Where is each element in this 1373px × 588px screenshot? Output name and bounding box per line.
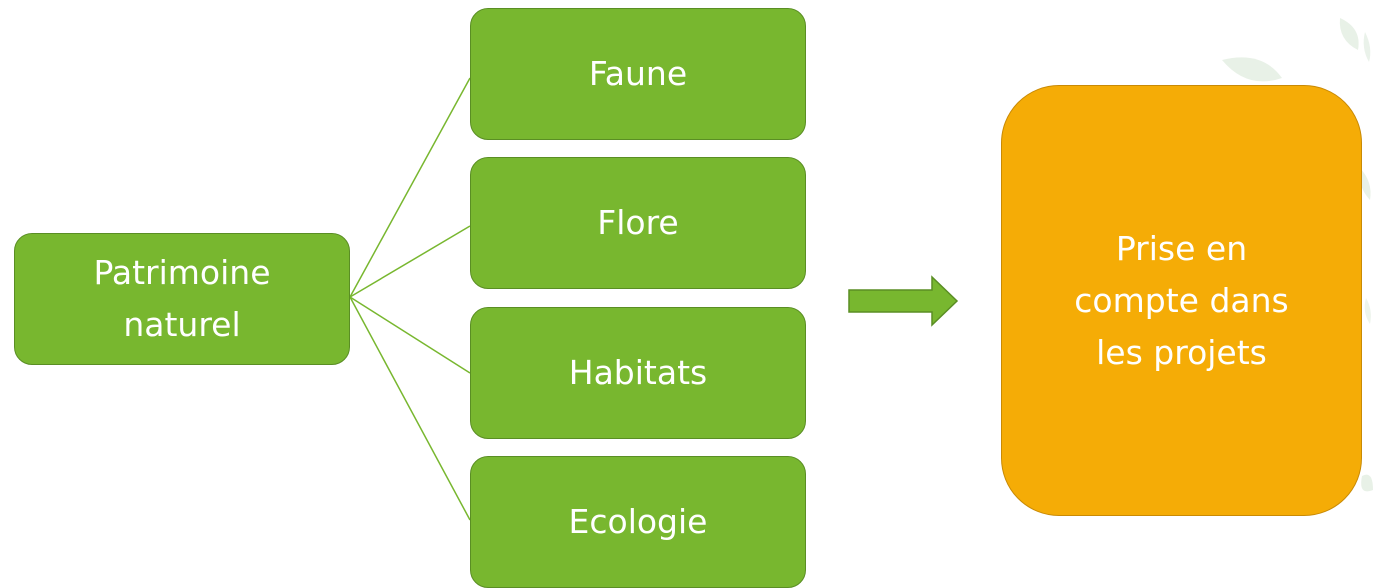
leaf-shape [1222,57,1282,82]
connectors [349,77,471,521]
leaf-shape [1363,32,1371,62]
connector-line [349,225,471,298]
connector-line [349,296,471,521]
connector-line [349,296,471,374]
child-node-faune: Faune [470,8,806,140]
root-node-label: Patrimoine naturel [93,253,271,344]
child-node-habitats: Habitats [470,307,806,439]
leaf-shape [1364,298,1371,324]
leaf-decoration [1222,18,1373,492]
leaf-shape [1361,474,1373,492]
leaf-shape [1359,168,1371,200]
right-block-arrow-icon [848,275,959,327]
child-node-label: Ecologie [568,502,708,541]
child-node-label: Flore [597,203,679,242]
child-node-label: Faune [588,54,688,93]
child-node-flore: Flore [470,157,806,289]
target-node-label: Prise en compte dans les projets [1074,228,1289,372]
child-node-ecologie: Ecologie [470,456,806,588]
child-node-label: Habitats [568,353,708,392]
target-node: Prise en compte dans les projets [1001,85,1362,516]
connector-line [349,77,471,298]
root-node: Patrimoine naturel [14,233,350,365]
leaf-shape [1339,18,1359,50]
